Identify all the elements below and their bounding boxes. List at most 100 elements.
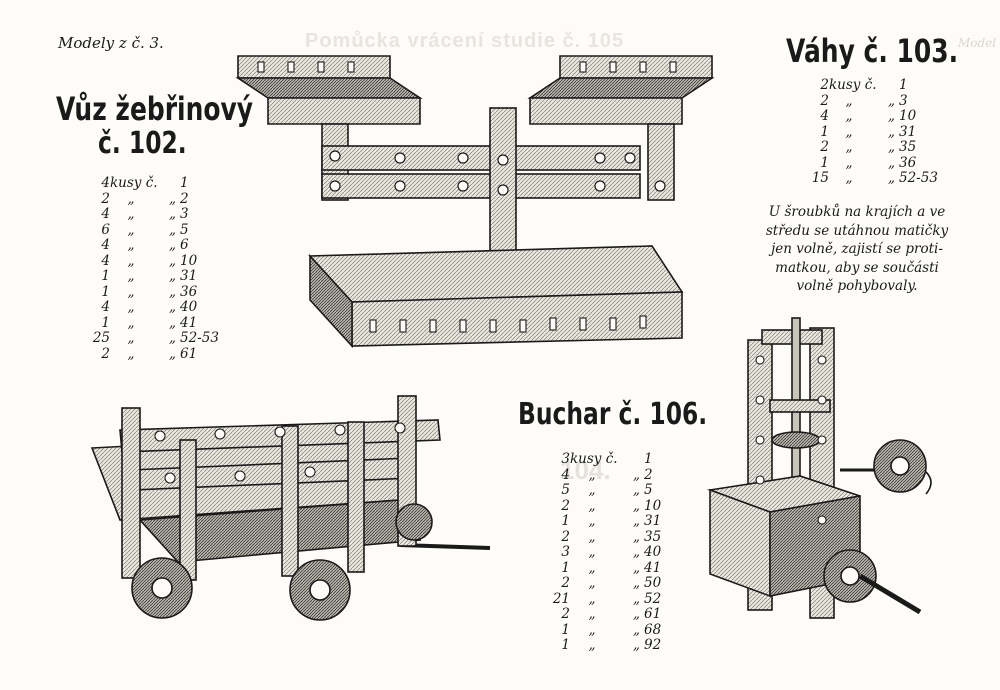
part-number: 10 — [644, 497, 662, 514]
part-number: 36 — [899, 154, 917, 171]
part-quantity: 2 — [820, 77, 829, 93]
ghost-heading: Pomůcka vrácení studie č. 105 — [305, 30, 625, 52]
ditto-mark: „ — [888, 108, 895, 124]
scale-illustration — [235, 55, 715, 349]
part-quantity: 4 — [101, 206, 110, 222]
parts-row: 21„„52 — [548, 590, 661, 608]
ditto-mark: „ — [169, 314, 176, 331]
scale-title: Váhy č. 103. — [786, 32, 959, 70]
parts-row: 1„„31 — [548, 513, 662, 530]
part-number: 10 — [180, 252, 198, 269]
ditto-mark: „ — [127, 330, 135, 346]
ditto-mark: „ — [588, 497, 596, 514]
parts-row: 4„„3 — [88, 206, 219, 223]
part-number: 41 — [644, 559, 662, 576]
ditto-mark: „ — [633, 482, 640, 498]
parts-row: 1„„41 — [88, 314, 219, 332]
part-number: 31 — [180, 268, 198, 284]
part-quantity: 2 — [101, 345, 110, 362]
ditto-mark: „ — [633, 606, 640, 622]
ditto-mark: kusy č. — [570, 451, 618, 467]
part-number: 1 — [899, 77, 908, 93]
ditto-mark: „ — [588, 606, 596, 622]
ditto-mark: „ — [633, 513, 640, 529]
ditto-mark: „ — [127, 190, 135, 207]
part-quantity: 2 — [820, 139, 829, 155]
note-line: volně pohybovaly. — [796, 278, 918, 294]
parts-row: 3„„40 — [548, 544, 662, 561]
part-number: 40 — [644, 544, 662, 560]
part-quantity: 1 — [561, 513, 570, 529]
ditto-mark: „ — [888, 139, 895, 155]
part-number: 41 — [180, 314, 198, 331]
wagon-title: Vůz žebřinový — [56, 90, 254, 128]
ghost-corner-label: Model — [958, 36, 997, 50]
part-number: 40 — [180, 299, 198, 315]
ditto-mark: „ — [127, 268, 135, 284]
ditto-mark: „ — [845, 123, 853, 140]
ditto-mark — [152, 176, 176, 192]
ditto-mark: „ — [169, 221, 176, 238]
parts-row: 1„„31 — [88, 268, 219, 285]
part-quantity: 1 — [561, 637, 570, 653]
part-number: 1 — [180, 175, 189, 191]
part-quantity: 2 — [820, 92, 829, 109]
ditto-mark: „ — [888, 92, 895, 109]
part-quantity: 4 — [101, 237, 110, 253]
part-quantity: 1 — [561, 559, 570, 576]
page-header-label: Modely z č. 3. — [58, 34, 164, 52]
scale-assembly-note: U šroubků na krajích a ve středu se utáh… — [762, 203, 952, 296]
ditto-mark: „ — [633, 497, 640, 514]
parts-row: 4„„6 — [88, 237, 219, 254]
part-quantity: 25 — [92, 330, 110, 346]
parts-row: 1„„36 — [88, 283, 219, 301]
parts-row: 6„„5 — [88, 221, 219, 239]
ditto-mark: „ — [169, 283, 176, 300]
ditto-mark: „ — [169, 252, 176, 269]
parts-row: 1„„36 — [805, 154, 938, 172]
parts-row: 5„„5 — [548, 482, 661, 499]
wagon-illustration — [90, 395, 491, 621]
note-line: jen volně, zajistí se proti- — [771, 241, 943, 257]
part-quantity: 1 — [820, 154, 829, 171]
part-quantity: 4 — [101, 175, 110, 191]
ditto-mark: „ — [588, 637, 596, 653]
part-number: 31 — [644, 513, 662, 529]
part-number: 6 — [180, 237, 189, 253]
part-quantity: 4 — [820, 108, 829, 124]
parts-row: 25„„52-53 — [88, 330, 219, 347]
part-quantity: 21 — [552, 590, 570, 607]
ditto-mark: „ — [127, 345, 135, 362]
ditto-mark: „ — [169, 206, 176, 222]
part-number: 52-53 — [180, 330, 219, 346]
ditto-mark: „ — [845, 170, 853, 186]
part-number: 61 — [180, 345, 198, 362]
part-number: 92 — [644, 637, 662, 653]
ditto-mark: „ — [169, 299, 176, 315]
parts-row: 2„„10 — [548, 497, 662, 515]
ditto-mark — [869, 78, 895, 94]
part-quantity: 4 — [101, 252, 110, 269]
ditto-mark: „ — [588, 590, 596, 607]
parts-row: 2„„3 — [805, 92, 938, 110]
part-quantity: 1 — [820, 123, 829, 140]
parts-row: 2„„2 — [88, 190, 219, 208]
part-quantity: 2 — [561, 497, 570, 514]
parts-row: 1„„92 — [548, 637, 662, 654]
part-quantity: 1 — [101, 314, 110, 331]
part-quantity: 2 — [101, 190, 110, 207]
ditto-mark: „ — [633, 528, 640, 545]
part-number: 35 — [644, 528, 662, 545]
parts-row: 4„„10 — [805, 108, 938, 125]
ditto-mark: „ — [633, 637, 640, 653]
ditto-mark: „ — [633, 544, 640, 560]
ditto-mark: „ — [633, 559, 640, 576]
part-quantity: 6 — [101, 221, 110, 238]
drop-hammer-title: Buchar č. 106. — [518, 397, 708, 432]
ditto-mark: „ — [127, 252, 135, 269]
ditto-mark: „ — [127, 221, 135, 238]
